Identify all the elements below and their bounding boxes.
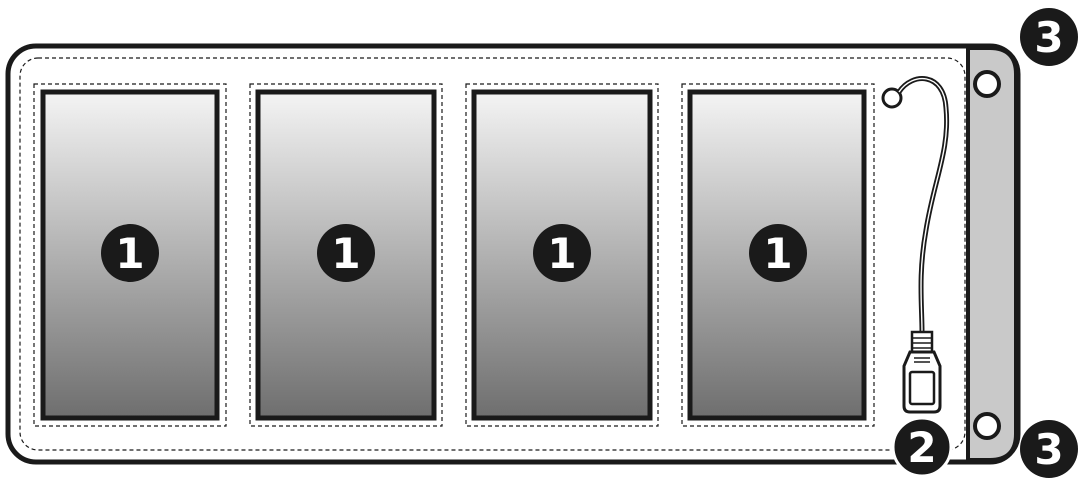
usb-marker-label: 2 — [907, 423, 936, 472]
panel-marker-label: 1 — [115, 229, 144, 278]
grommet-marker-label: 3 — [1034, 425, 1063, 474]
cable-loop — [883, 89, 901, 107]
grommet-bottom — [975, 414, 999, 438]
usb-marker: 2 — [893, 418, 951, 476]
panel-marker-label: 1 — [547, 229, 576, 278]
grommet-marker-top: 3 — [1020, 8, 1078, 66]
grommet-marker-label: 3 — [1034, 13, 1063, 62]
side-strip — [968, 48, 1016, 460]
solar-panel-2: 1 — [250, 84, 442, 426]
grommet-top — [975, 72, 999, 96]
panel-marker-label: 1 — [331, 229, 360, 278]
solar-panel-1: 1 — [34, 84, 226, 426]
grommet-marker-bottom: 3 — [1020, 420, 1078, 478]
solar-panel-4: 1 — [682, 84, 874, 426]
panel-marker-label: 1 — [763, 229, 792, 278]
solar-panel-3: 1 — [466, 84, 658, 426]
